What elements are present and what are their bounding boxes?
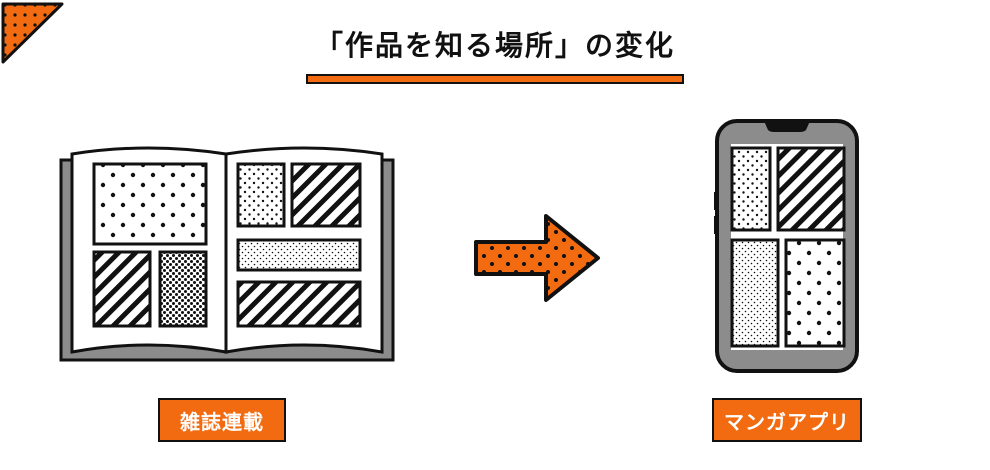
- manga-app-label: マンガアプリ: [712, 398, 862, 442]
- title-underline: [306, 74, 684, 84]
- magazine-label: 雑誌連載: [158, 398, 286, 442]
- open-magazine-icon: [59, 146, 395, 362]
- page-title: 「作品を知る場所」の変化: [314, 29, 675, 62]
- arrow-right-icon: [474, 214, 600, 302]
- corner-triangle-icon: [1, 2, 64, 64]
- smartphone-icon: [714, 119, 859, 373]
